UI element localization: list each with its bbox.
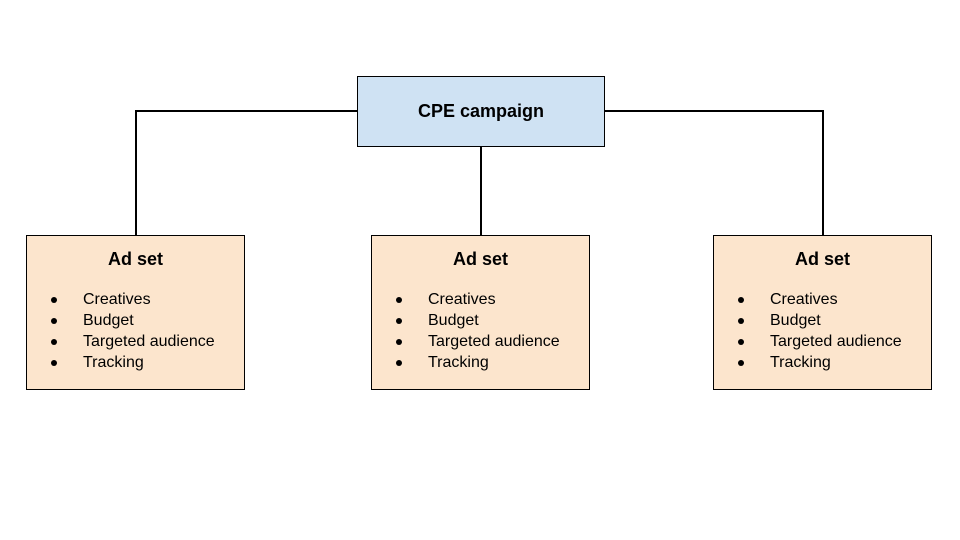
bullet-icon <box>396 296 402 303</box>
bullet-icon <box>396 359 402 366</box>
bullet-icon <box>738 296 744 303</box>
bullet-icon <box>738 359 744 366</box>
bullet-icon <box>738 338 744 345</box>
ad-set-bullet-list: Creatives Budget Targeted audience Track… <box>372 289 589 373</box>
list-item: Creatives <box>714 289 931 310</box>
list-item-label: Budget <box>83 312 134 329</box>
bullet-icon <box>396 338 402 345</box>
bullet-icon <box>51 296 57 303</box>
list-item-label: Budget <box>770 312 821 329</box>
bullet-icon <box>51 359 57 366</box>
list-item-label: Targeted audience <box>83 333 215 350</box>
list-item-label: Creatives <box>770 291 838 308</box>
list-item-label: Creatives <box>428 291 496 308</box>
ad-set-node-middle: Ad set Creatives Budget Targeted audienc… <box>371 235 590 390</box>
connector-right-horizontal <box>605 110 823 112</box>
list-item-label: Tracking <box>83 354 144 371</box>
list-item: Budget <box>27 310 244 331</box>
list-item-label: Tracking <box>770 354 831 371</box>
list-item: Tracking <box>372 352 589 373</box>
list-item: Tracking <box>714 352 931 373</box>
list-item-label: Targeted audience <box>428 333 560 350</box>
ad-set-node-left: Ad set Creatives Budget Targeted audienc… <box>26 235 245 390</box>
ad-set-bullet-list: Creatives Budget Targeted audience Track… <box>714 289 931 373</box>
ad-set-title: Ad set <box>452 249 508 269</box>
connector-middle-vertical <box>480 147 482 235</box>
list-item-label: Targeted audience <box>770 333 902 350</box>
list-item: Tracking <box>27 352 244 373</box>
list-item: Creatives <box>27 289 244 310</box>
ad-set-title: Ad set <box>107 249 163 269</box>
bullet-icon <box>396 317 402 324</box>
bullet-icon <box>51 317 57 324</box>
ad-set-bullet-list: Creatives Budget Targeted audience Track… <box>27 289 244 373</box>
bullet-icon <box>51 338 57 345</box>
list-item-label: Budget <box>428 312 479 329</box>
connector-right-vertical <box>822 110 824 235</box>
list-item: Budget <box>372 310 589 331</box>
list-item-label: Creatives <box>83 291 151 308</box>
cpe-campaign-label: CPE campaign <box>417 101 545 121</box>
list-item: Budget <box>714 310 931 331</box>
list-item: Creatives <box>372 289 589 310</box>
list-item: Targeted audience <box>372 331 589 352</box>
ad-set-node-right: Ad set Creatives Budget Targeted audienc… <box>713 235 932 390</box>
connector-left-horizontal <box>135 110 357 112</box>
cpe-campaign-node: CPE campaign <box>357 76 605 147</box>
connector-left-vertical <box>135 110 137 235</box>
ad-set-title: Ad set <box>794 249 850 269</box>
bullet-icon <box>738 317 744 324</box>
list-item-label: Tracking <box>428 354 489 371</box>
list-item: Targeted audience <box>27 331 244 352</box>
list-item: Targeted audience <box>714 331 931 352</box>
